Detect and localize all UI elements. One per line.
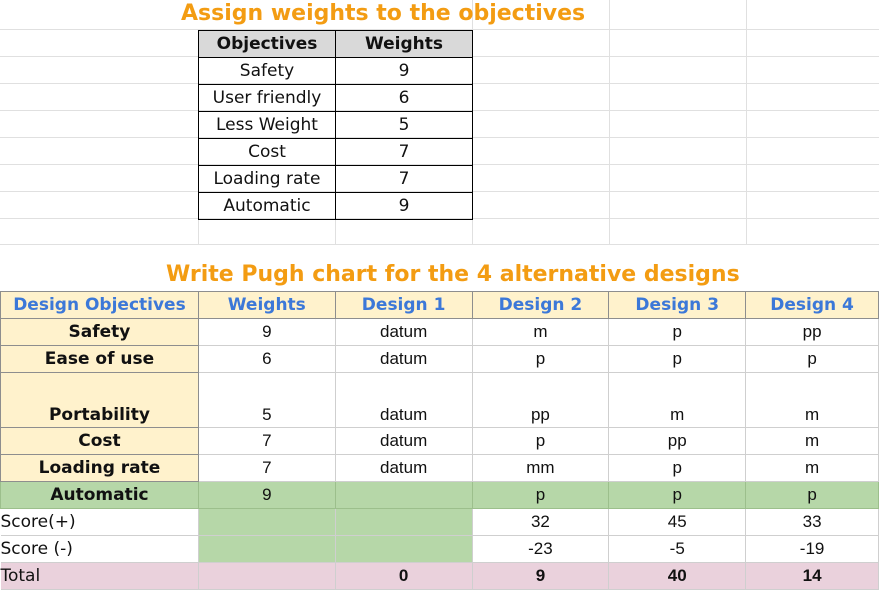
design-2-cell[interactable]: p (472, 481, 610, 509)
table-row: Loading rate 7 datum mm p m (0, 454, 879, 482)
design-4-cell[interactable]: -19 (745, 535, 879, 563)
design-2-cell[interactable]: m (472, 318, 610, 346)
score-plus-row: Score(+) 32 45 33 (0, 508, 879, 536)
weight-cell[interactable]: 6 (198, 345, 336, 373)
design-2-cell[interactable]: 32 (472, 508, 610, 536)
header-weights[interactable]: Weights (335, 30, 473, 58)
weight-cell[interactable]: 6 (335, 84, 473, 112)
pugh-section-title: Write Pugh chart for the 4 alternative d… (166, 262, 740, 287)
weights-section-title: Assign weights to the objectives (181, 1, 586, 26)
design-2-cell[interactable]: p (472, 345, 610, 373)
header-design-objectives[interactable]: Design Objectives (0, 291, 199, 319)
table-row: Automatic 9 p p p (0, 481, 879, 509)
design-4-cell[interactable]: p (745, 345, 879, 373)
weight-cell[interactable] (198, 508, 336, 536)
weight-cell[interactable]: 5 (198, 372, 336, 428)
objective-cell[interactable]: Loading rate (198, 165, 336, 193)
design-4-cell[interactable]: p (745, 481, 879, 509)
objective-cell[interactable]: Cost (0, 427, 199, 455)
weight-cell[interactable]: 7 (335, 165, 473, 193)
score-minus-label[interactable]: Score (-) (0, 535, 199, 563)
table-row: Safety 9 datum m p pp (0, 318, 879, 346)
design-1-cell[interactable] (335, 481, 473, 509)
design-2-cell[interactable]: -23 (472, 535, 610, 563)
design-1-cell[interactable] (335, 535, 473, 563)
score-minus-row: Score (-) -23 -5 -19 (0, 535, 879, 563)
pugh-chart-table: Design Objectives Weights Design 1 Desig… (0, 291, 879, 590)
objective-cell[interactable]: Portability (0, 372, 199, 428)
design-1-cell[interactable]: datum (335, 427, 473, 455)
weight-cell[interactable] (198, 535, 336, 563)
objective-cell[interactable]: Automatic (198, 192, 336, 220)
design-1-cell[interactable]: datum (335, 372, 473, 428)
design-1-cell[interactable] (335, 508, 473, 536)
design-4-cell[interactable]: m (745, 427, 879, 455)
design-1-cell[interactable]: datum (335, 318, 473, 346)
objective-cell[interactable]: Safety (198, 57, 336, 85)
objective-cell[interactable]: Ease of use (0, 345, 199, 373)
design-4-cell[interactable]: m (745, 372, 879, 428)
weight-cell[interactable]: 7 (198, 454, 336, 482)
design-4-cell[interactable]: 33 (745, 508, 879, 536)
weight-cell[interactable]: 9 (198, 318, 336, 346)
design-4-cell[interactable]: m (745, 454, 879, 482)
table-row: Ease of use 6 datum p p p (0, 345, 879, 373)
design-2-cell[interactable]: pp (472, 372, 610, 428)
table-row: Portability 5 datum pp m m (0, 372, 879, 428)
design-3-cell[interactable]: pp (608, 427, 747, 455)
objective-cell[interactable]: Cost (198, 138, 336, 166)
design-3-cell[interactable]: p (608, 345, 747, 373)
objective-cell[interactable]: Less Weight (198, 111, 336, 139)
design-3-cell[interactable]: 45 (608, 508, 747, 536)
design-1-cell[interactable]: datum (335, 345, 473, 373)
design-3-cell[interactable]: p (608, 481, 747, 509)
weights-table-header: Objectives Weights (198, 30, 473, 58)
header-design-4[interactable]: Design 4 (745, 291, 879, 319)
header-weights[interactable]: Weights (197, 291, 336, 319)
objective-cell[interactable]: Safety (0, 318, 199, 346)
objective-cell[interactable]: Automatic (0, 481, 199, 509)
weight-cell[interactable]: 5 (335, 111, 473, 139)
weight-cell[interactable]: 9 (198, 481, 336, 509)
weight-cell[interactable]: 9 (335, 57, 473, 85)
design-1-cell[interactable]: datum (335, 454, 473, 482)
weight-cell[interactable]: 9 (335, 192, 473, 220)
design-3-cell[interactable]: -5 (608, 535, 747, 563)
objective-cell[interactable]: User friendly (198, 84, 336, 112)
header-design-3[interactable]: Design 3 (608, 291, 747, 319)
objective-cell[interactable]: Loading rate (0, 454, 199, 482)
design-2-cell[interactable]: mm (472, 454, 610, 482)
weight-cell[interactable]: 7 (198, 427, 336, 455)
design-3-cell[interactable]: p (608, 454, 747, 482)
score-plus-label[interactable]: Score(+) (0, 508, 199, 536)
weight-cell[interactable]: 7 (335, 138, 473, 166)
header-design-1[interactable]: Design 1 (334, 291, 473, 319)
header-objectives[interactable]: Objectives (198, 30, 336, 58)
pugh-header-row: Design Objectives Weights Design 1 Desig… (0, 291, 879, 319)
design-2-cell[interactable]: p (472, 427, 610, 455)
header-design-2[interactable]: Design 2 (471, 291, 610, 319)
table-row: Cost 7 datum p pp m (0, 427, 879, 455)
design-3-cell[interactable]: p (608, 318, 747, 346)
design-4-cell[interactable]: pp (745, 318, 879, 346)
design-3-cell[interactable]: m (608, 372, 747, 428)
